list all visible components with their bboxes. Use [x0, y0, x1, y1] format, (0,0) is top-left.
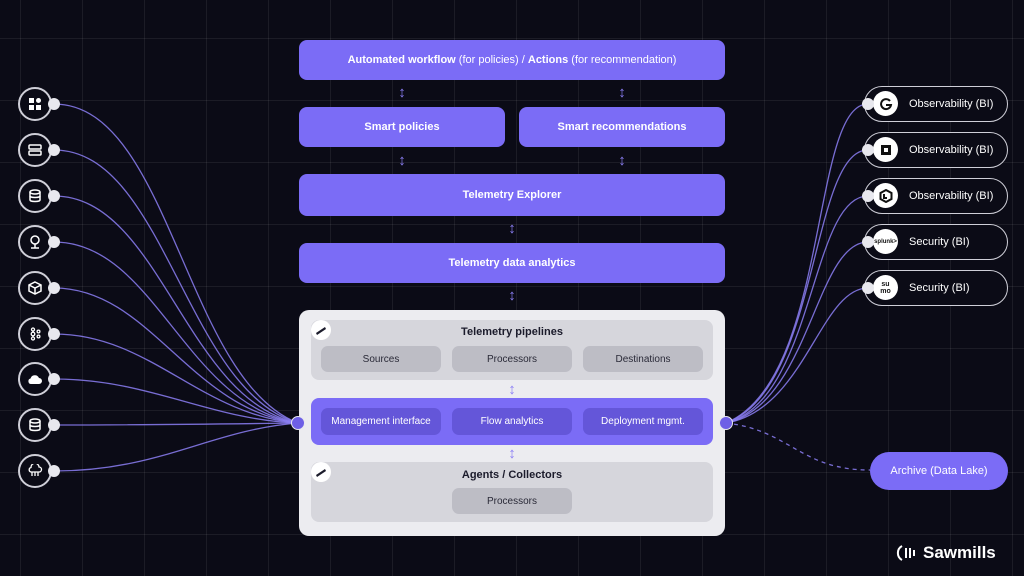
line-dest-4 — [725, 241, 869, 424]
egress-hub — [719, 416, 733, 430]
destination-label: Observability (BI) — [909, 144, 994, 156]
cloud-icon — [18, 362, 52, 396]
source-connector-dot — [48, 190, 60, 202]
arrow-explorer-analytics: ↕ — [508, 220, 516, 237]
destination-label: Security (BI) — [909, 236, 970, 248]
source-connector-dot — [48, 465, 60, 477]
telemetry-explorer-box: Telemetry Explorer — [299, 174, 725, 216]
source-connector-dot — [48, 282, 60, 294]
sumo-logic-icon: su mo — [873, 275, 898, 300]
splunk-icon: splunk> — [873, 229, 898, 254]
destination-connector-dot — [862, 98, 874, 110]
source-connector-dot — [48, 144, 60, 156]
ingress-hub — [291, 416, 305, 430]
grafana-icon — [873, 91, 898, 116]
line-source-1 — [53, 103, 299, 424]
destination-datadog: Observability (BI) — [864, 178, 1008, 214]
smart-recommendations-box: Smart recommendations — [519, 107, 725, 147]
line-source-8 — [53, 422, 299, 426]
sawmills-platform-panel: Telemetry pipelines Sources Processors D… — [299, 310, 725, 536]
smart-policies-box: Smart policies — [299, 107, 505, 147]
source-connector-dot — [48, 98, 60, 110]
telemetry-pipelines-section: Telemetry pipelines Sources Processors D… — [311, 320, 713, 380]
destination-label: Security (BI) — [909, 282, 970, 294]
sources-chip: Sources — [321, 346, 441, 372]
sawmills-logo-icon — [896, 545, 915, 561]
arrow-recommendations-explorer: ↕ — [618, 152, 626, 169]
apps-grid-icon — [18, 87, 52, 121]
destination-label: Observability (BI) — [909, 190, 994, 202]
management-bar: Management interface Flow analytics Depl… — [311, 398, 713, 445]
database-stack-icon — [18, 408, 52, 442]
arrow-workflow-recommendations: ↕ — [618, 84, 626, 101]
line-dest-1 — [725, 103, 869, 424]
line-source-2 — [53, 149, 299, 424]
destination-new-relic: Observability (BI) — [864, 132, 1008, 168]
sawmills-saw-icon — [311, 320, 331, 340]
destination-splunk: splunk> Security (BI) — [864, 224, 1008, 260]
new-relic-icon — [873, 137, 898, 162]
arrow-policies-explorer: ↕ — [398, 152, 406, 169]
destination-connector-dot — [862, 144, 874, 156]
line-source-4 — [53, 241, 299, 424]
kafka-icon — [18, 317, 52, 351]
source-connector-dot — [48, 419, 60, 431]
destination-connector-dot — [862, 190, 874, 202]
agents-collectors-title: Agents / Collectors — [461, 469, 563, 481]
destination-connector-dot — [862, 282, 874, 294]
source-connector-dot — [48, 236, 60, 248]
server-icon — [18, 133, 52, 167]
database-icon — [18, 179, 52, 213]
destinations-chip: Destinations — [583, 346, 703, 372]
arrow-analytics-pipelines: ↕ — [508, 287, 516, 304]
deployment-mgmt-chip: Deployment mgmt. — [583, 408, 703, 435]
telemetry-data-analytics-box: Telemetry data analytics — [299, 243, 725, 283]
automated-workflow-box: Automated workflow (for policies) / Acti… — [299, 40, 725, 80]
line-dest-3 — [725, 195, 869, 424]
line-dest-5 — [725, 287, 869, 424]
line-archive — [725, 422, 871, 471]
agents-collectors-section: Agents / Collectors Processors — [311, 462, 713, 522]
brand-name: Sawmills — [923, 543, 996, 562]
source-connector-dot — [48, 328, 60, 340]
network-icon — [18, 225, 52, 259]
datadog-icon — [873, 183, 898, 208]
telemetry-pipelines-title: Telemetry pipelines — [461, 326, 563, 338]
line-source-6 — [53, 333, 299, 424]
line-source-7 — [53, 378, 299, 424]
destination-connector-dot — [862, 236, 874, 248]
line-dest-2 — [725, 149, 869, 424]
source-connector-dot — [48, 373, 60, 385]
arrow-management-agents: ↕ — [508, 445, 516, 462]
archive-data-lake: Archive (Data Lake) — [870, 452, 1008, 490]
processors-chip: Processors — [452, 346, 572, 372]
flow-analytics-chip: Flow analytics — [452, 408, 572, 435]
arrow-pipelines-management: ↕ — [508, 381, 516, 398]
management-interface-chip: Management interface — [321, 408, 441, 435]
sawmills-logo: Sawmills — [896, 543, 996, 563]
line-source-9 — [53, 422, 299, 472]
destination-grafana: Observability (BI) — [864, 86, 1008, 122]
destination-label: Observability (BI) — [909, 98, 994, 110]
cube-icon — [18, 271, 52, 305]
agent-processors-chip: Processors — [452, 488, 572, 514]
destination-sumo-logic: su mo Security (BI) — [864, 270, 1008, 306]
sawmills-saw-icon — [311, 462, 331, 482]
cloud-network-icon — [18, 454, 52, 488]
line-source-3 — [53, 195, 299, 424]
arrow-workflow-policies: ↕ — [398, 84, 406, 101]
line-source-5 — [53, 287, 299, 424]
